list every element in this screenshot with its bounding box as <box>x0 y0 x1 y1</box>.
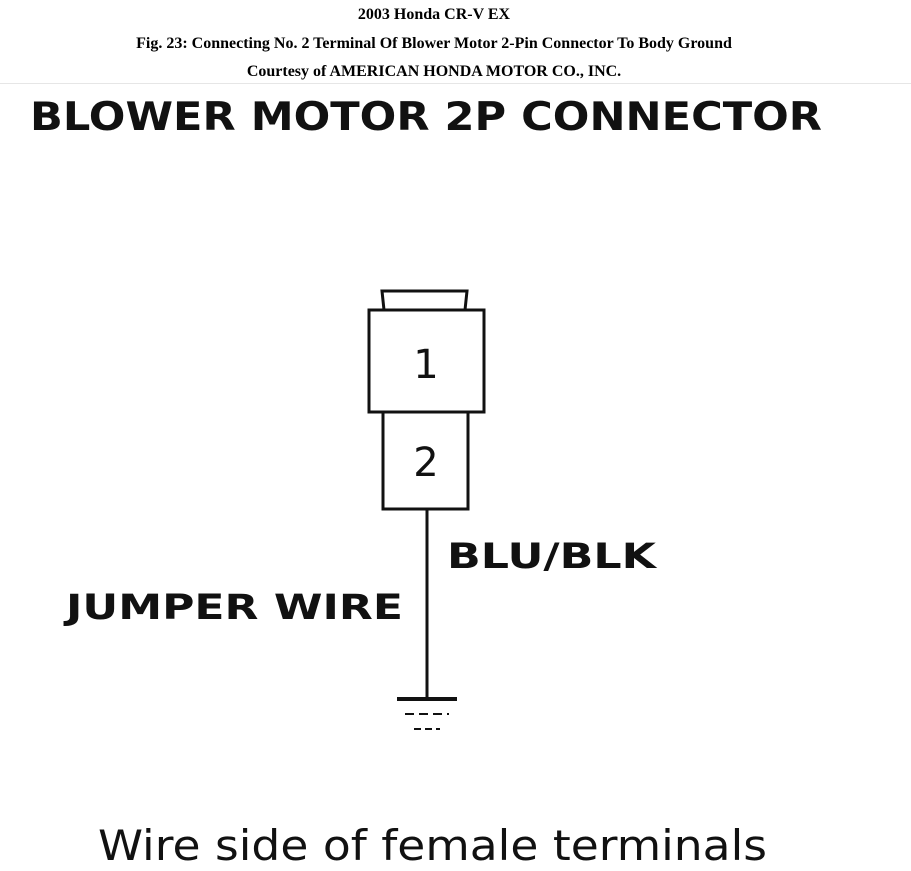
terminal-2-number: 2 <box>413 440 438 486</box>
jumper-wire-label: JUMPER WIRE <box>63 588 403 628</box>
connector-lock-tab <box>380 289 469 311</box>
vehicle-title: 2003 Honda CR-V EX <box>357 6 511 23</box>
view-description: Wire side of female terminals <box>98 821 767 870</box>
courtesy-line: Courtesy of AMERICAN HONDA MOTOR CO., IN… <box>246 63 622 80</box>
figure-caption: Fig. 23: Connecting No. 2 Terminal Of Bl… <box>136 35 732 52</box>
diagram-title: BLOWER MOTOR 2P CONNECTOR <box>30 95 822 140</box>
terminal-1-number: 1 <box>413 342 438 388</box>
figure-header: 2003 Honda CR-V EX Fig. 23: Connecting N… <box>0 0 911 84</box>
ground-icon <box>397 697 457 730</box>
wire-color-label: BLU/BLK <box>447 537 658 577</box>
